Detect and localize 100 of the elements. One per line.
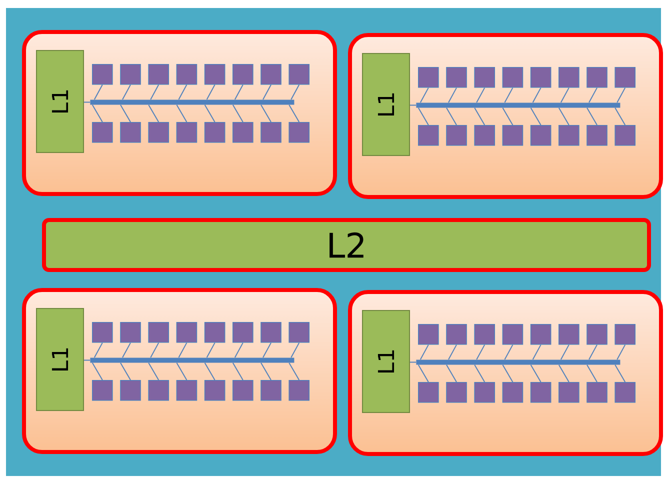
- connector-line: [532, 87, 542, 103]
- bus-bar: [90, 358, 294, 363]
- connector-line: [446, 364, 457, 382]
- connector-line: [92, 104, 103, 122]
- connector-line: [262, 84, 272, 100]
- connector-line: [560, 344, 570, 360]
- connector-line: [588, 344, 598, 360]
- connector-line: [148, 104, 160, 122]
- connector-line: [476, 87, 486, 103]
- connector-line: [92, 362, 103, 380]
- connector-line: [420, 344, 429, 360]
- core-square: [204, 380, 226, 401]
- connector-line: [290, 84, 300, 100]
- connector-line: [448, 344, 457, 360]
- core-square: [418, 382, 439, 403]
- core-square: [120, 122, 141, 143]
- cache-box: L1: [36, 308, 84, 411]
- core-square: [232, 322, 254, 343]
- connector-line: [410, 104, 416, 106]
- core-square: [176, 380, 198, 401]
- connector-line: [504, 344, 514, 360]
- core-square: [502, 382, 524, 403]
- core-square: [418, 125, 439, 146]
- connector-line: [232, 362, 244, 380]
- core-square: [176, 64, 198, 85]
- core-square: [614, 382, 636, 403]
- connector-line: [234, 342, 244, 358]
- core-square: [586, 67, 608, 88]
- cache-bar: L2: [42, 218, 651, 272]
- bus-bar: [90, 100, 294, 105]
- core-square: [558, 382, 580, 403]
- core-square: [176, 322, 198, 343]
- core-square: [474, 324, 495, 345]
- bus-bar: [416, 102, 620, 108]
- connector-line: [234, 84, 244, 100]
- connector-line: [418, 107, 429, 126]
- core-square: [446, 67, 467, 88]
- core-square: [288, 322, 310, 343]
- cache-box: L1: [362, 53, 410, 156]
- connector-line: [290, 342, 300, 358]
- connector-line: [616, 87, 626, 103]
- connector-line: [560, 87, 570, 103]
- core-square: [204, 122, 226, 143]
- core-square: [614, 67, 636, 88]
- connector-line: [260, 362, 272, 380]
- connector-line: [84, 102, 90, 103]
- connector-line: [502, 107, 514, 126]
- core-square: [288, 64, 310, 85]
- core-square: [232, 122, 254, 143]
- connector-line: [150, 342, 160, 358]
- connector-line: [178, 84, 188, 100]
- cache-box: L1: [362, 310, 410, 413]
- connector-line: [532, 344, 542, 360]
- core-square: [92, 322, 113, 343]
- connector-line: [476, 344, 486, 360]
- core-square: [446, 324, 467, 345]
- connector-line: [504, 87, 514, 103]
- core-square: [288, 122, 310, 143]
- core-square: [474, 382, 495, 403]
- core-square: [148, 122, 169, 143]
- connector-line: [206, 342, 216, 358]
- connector-line: [148, 362, 160, 380]
- core-square: [92, 122, 113, 143]
- core-square: [232, 64, 254, 85]
- core-square: [446, 382, 467, 403]
- core-square: [446, 125, 467, 146]
- core-square: [558, 125, 580, 146]
- connector-line: [288, 362, 300, 380]
- core-square: [148, 322, 169, 343]
- core-square: [148, 64, 169, 85]
- connector-line: [178, 342, 188, 358]
- connector-line: [558, 107, 570, 126]
- connector-line: [260, 104, 272, 122]
- core-square: [614, 125, 636, 146]
- connector-line: [448, 87, 457, 103]
- core-square: [176, 122, 198, 143]
- core-square: [530, 324, 552, 345]
- core-square: [204, 64, 226, 85]
- core-square: [418, 67, 439, 88]
- connector-line: [262, 342, 272, 358]
- core-square: [148, 380, 169, 401]
- connector-line: [586, 107, 598, 126]
- connector-line: [474, 107, 486, 126]
- connector-line: [410, 362, 416, 363]
- core-square: [260, 380, 282, 401]
- bus-bar: [416, 360, 620, 365]
- connector-line: [530, 364, 542, 382]
- connector-line: [206, 84, 216, 100]
- core-square: [558, 67, 580, 88]
- core-square: [586, 382, 608, 403]
- connector-line: [84, 360, 90, 361]
- connector-line: [446, 107, 457, 126]
- connector-line: [122, 84, 131, 100]
- connector-line: [204, 362, 216, 380]
- connector-line: [588, 87, 598, 103]
- connector-line: [122, 342, 131, 358]
- core-square: [120, 380, 141, 401]
- core-square: [474, 125, 495, 146]
- core-square: [502, 324, 524, 345]
- connector-line: [232, 104, 244, 122]
